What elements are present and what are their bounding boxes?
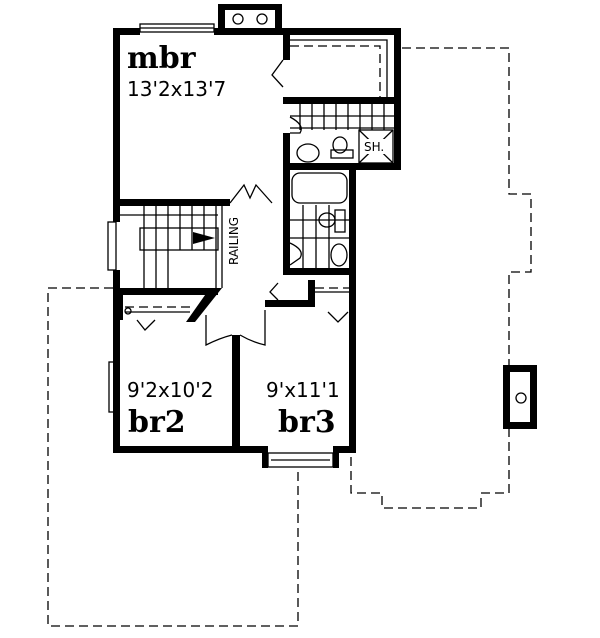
- mbr-closet-shelf: [290, 45, 381, 97]
- staircase: [120, 206, 223, 288]
- door-swing-bath1: [289, 116, 302, 134]
- window-mbr: [139, 23, 215, 33]
- room-size-br2: 9'2x10'2: [127, 378, 213, 402]
- railing-label: RAILING: [227, 217, 241, 265]
- roof-outline-left: [47, 287, 299, 627]
- room-name-mbr: mbr: [127, 41, 197, 76]
- room-name-br3: br3: [278, 405, 336, 440]
- roof-outline-right: [402, 47, 532, 365]
- door-swing-linen: [269, 282, 279, 301]
- chimney: [218, 4, 282, 32]
- window-br3-bay: [267, 452, 334, 468]
- door-swing-closet: [271, 59, 284, 88]
- bath2-fixtures: [290, 172, 349, 268]
- window-br2: [108, 361, 118, 413]
- door-swing-bath2: [289, 242, 302, 266]
- roof-outline-right-lower: [350, 428, 510, 509]
- shower-label: SH.: [364, 140, 384, 154]
- door-swing-mbr: [229, 183, 273, 204]
- window-stair: [107, 221, 117, 271]
- bath1-tiles: [290, 104, 394, 164]
- door-swing-br2: [205, 315, 233, 347]
- room-size-br3: 9'x11'1: [266, 378, 340, 402]
- fireplace-chimney: [503, 365, 537, 429]
- door-swing-br2-closet: [136, 319, 156, 331]
- room-name-br2: br2: [128, 405, 186, 440]
- door-swing-br3-closet: [327, 311, 349, 323]
- room-size-mbr: 13'2x13'7: [127, 77, 226, 101]
- door-swing-br3: [239, 310, 266, 346]
